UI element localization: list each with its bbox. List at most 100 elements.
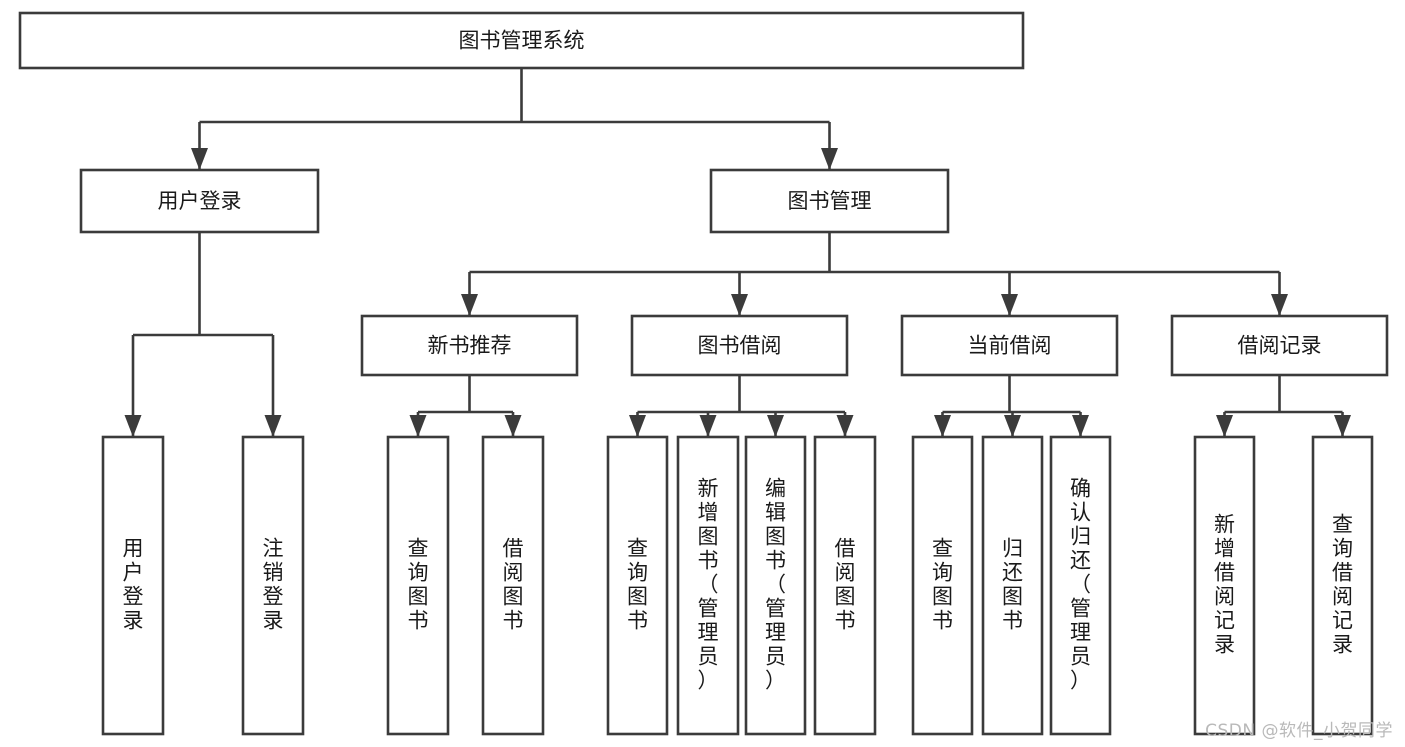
label-char: 查 <box>1332 513 1353 537</box>
label-char: 查 <box>627 537 648 561</box>
node-current-borrow-box[interactable] <box>900 314 1119 377</box>
node-leaf-user-logout-label: 注销登录 <box>263 537 284 633</box>
node-new-book-recommend[interactable]: 新书推荐 <box>360 314 579 377</box>
node-leaf-borrow-book-2-box[interactable] <box>813 435 877 736</box>
label-char: 借 <box>835 537 856 561</box>
node-leaf-borrow-book-1[interactable]: 借阅图书 <box>481 435 545 736</box>
label-char: 录 <box>1214 633 1235 657</box>
label-char: 辑 <box>765 501 786 525</box>
connectors-layer <box>124 68 1351 437</box>
label-char: 书 <box>408 609 429 633</box>
node-leaf-query-book-2-box[interactable] <box>606 435 669 736</box>
label-char: 图 <box>503 585 524 609</box>
label-char: 还 <box>1070 549 1091 573</box>
node-current-borrow[interactable]: 当前借阅 <box>900 314 1119 377</box>
label-char: 阅 <box>835 561 856 585</box>
label-char: 图 <box>408 585 429 609</box>
label-char: （ <box>698 573 719 597</box>
label-char: 新 <box>1214 513 1235 537</box>
node-user-login[interactable]: 用户登录 <box>79 168 320 234</box>
label-char: 增 <box>698 501 719 525</box>
node-leaf-query-book-2[interactable]: 查询图书 <box>606 435 669 736</box>
node-book-manage[interactable]: 图书管理 <box>709 168 950 234</box>
node-book-borrow-label: 图书借阅 <box>698 334 782 358</box>
node-leaf-user-logout[interactable]: 注销登录 <box>241 435 305 736</box>
node-leaf-borrow-book-1-box[interactable] <box>481 435 545 736</box>
node-leaf-edit-book-admin-label: 编辑图书（管理员） <box>765 477 786 693</box>
label-char: 查 <box>932 537 953 561</box>
node-leaf-query-book-3-label: 查询图书 <box>932 537 953 633</box>
arrow-head-icon <box>1334 415 1351 437</box>
arrow-head-icon <box>409 415 427 437</box>
node-new-book-recommend-box[interactable] <box>360 314 579 377</box>
label-char: 借 <box>1214 561 1235 585</box>
label-char: 录 <box>123 609 144 633</box>
node-leaf-query-book-3-box[interactable] <box>911 435 974 736</box>
node-leaf-add-book-admin[interactable]: 新增图书（管理员） <box>676 435 740 736</box>
label-char: 询 <box>408 561 429 585</box>
node-leaf-user-login[interactable]: 用户登录 <box>101 435 165 736</box>
node-user-login-label: 用户登录 <box>158 189 242 213</box>
node-root-label: 图书管理系统 <box>459 29 585 53</box>
node-leaf-confirm-return-admin-box[interactable] <box>1049 435 1112 736</box>
arrow-head-icon <box>629 415 646 437</box>
label-char: 员 <box>698 645 719 669</box>
node-leaf-query-borrow-record-label: 查询借阅记录 <box>1332 513 1353 657</box>
node-borrow-record[interactable]: 借阅记录 <box>1170 314 1389 377</box>
node-user-login-box[interactable] <box>79 168 320 234</box>
node-book-manage-box[interactable] <box>709 168 950 234</box>
node-current-borrow-label: 当前借阅 <box>968 334 1052 358</box>
node-root-box[interactable] <box>18 11 1025 70</box>
node-leaf-user-logout-box[interactable] <box>241 435 305 736</box>
node-book-borrow[interactable]: 图书借阅 <box>630 314 849 377</box>
node-leaf-query-book-1-box[interactable] <box>386 435 450 736</box>
label-char: ） <box>698 669 719 693</box>
node-book-manage-label: 图书管理 <box>788 189 872 213</box>
node-leaf-return-book-label: 归还图书 <box>1002 537 1023 633</box>
label-char: 录 <box>263 609 284 633</box>
arrow-head-icon <box>124 415 142 437</box>
node-leaf-add-borrow-record-box[interactable] <box>1193 435 1256 736</box>
node-leaf-edit-book-admin-box[interactable] <box>744 435 807 736</box>
node-leaf-query-borrow-record-box[interactable] <box>1311 435 1374 736</box>
node-leaf-query-borrow-record[interactable]: 查询借阅记录 <box>1311 435 1374 736</box>
node-leaf-query-book-1[interactable]: 查询图书 <box>386 435 450 736</box>
node-leaf-return-book[interactable]: 归还图书 <box>981 435 1044 736</box>
node-leaf-confirm-return-admin[interactable]: 确认归还（管理员） <box>1049 435 1112 736</box>
node-leaf-query-book-3[interactable]: 查询图书 <box>911 435 974 736</box>
label-char: ） <box>1070 669 1091 693</box>
arrow-head-icon <box>1001 294 1018 316</box>
node-leaf-query-book-1-label: 查询图书 <box>408 537 429 633</box>
arrow-head-icon <box>699 415 717 437</box>
node-leaf-add-book-admin-box[interactable] <box>676 435 740 736</box>
arrow-head-icon <box>264 415 282 437</box>
label-char: 新 <box>698 477 719 501</box>
arrow-head-icon <box>1004 415 1021 437</box>
node-leaf-query-book-2-label: 查询图书 <box>627 537 648 633</box>
label-char: 图 <box>835 585 856 609</box>
label-char: 管 <box>1070 597 1091 621</box>
node-leaf-user-login-box[interactable] <box>101 435 165 736</box>
node-leaf-add-borrow-record[interactable]: 新增借阅记录 <box>1193 435 1256 736</box>
arrow-head-icon <box>1271 294 1288 316</box>
label-char: 借 <box>503 537 524 561</box>
label-char: 询 <box>627 561 648 585</box>
label-char: 销 <box>263 561 284 585</box>
label-char: 员 <box>765 645 786 669</box>
label-char: 图 <box>627 585 648 609</box>
node-borrow-record-box[interactable] <box>1170 314 1389 377</box>
node-book-borrow-box[interactable] <box>630 314 849 377</box>
label-char: 借 <box>1332 561 1353 585</box>
label-char: 书 <box>835 609 856 633</box>
node-leaf-borrow-book-2-label: 借阅图书 <box>835 537 856 633</box>
arrow-head-icon <box>461 294 478 316</box>
label-char: 管 <box>765 597 786 621</box>
node-leaf-borrow-book-2[interactable]: 借阅图书 <box>813 435 877 736</box>
label-char: 询 <box>932 561 953 585</box>
node-root[interactable]: 图书管理系统 <box>18 11 1025 70</box>
node-new-book-recommend-label: 新书推荐 <box>428 334 512 358</box>
node-leaf-return-book-box[interactable] <box>981 435 1044 736</box>
nodes-layer: 图书管理系统用户登录图书管理新书推荐图书借阅当前借阅借阅记录用户登录注销登录查询… <box>18 11 1389 736</box>
node-leaf-edit-book-admin[interactable]: 编辑图书（管理员） <box>744 435 807 736</box>
